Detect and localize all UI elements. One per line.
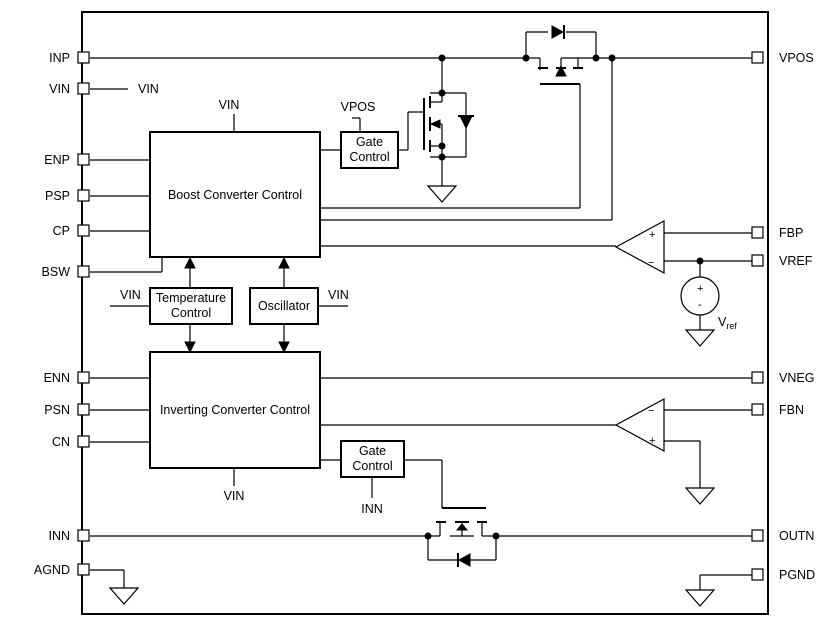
gate-control-bottom-block <box>340 440 405 478</box>
ground-icon-vref <box>684 329 716 347</box>
net-vpos-gate: VPOS <box>341 100 376 114</box>
device-frame <box>81 11 769 615</box>
pin-fbn <box>751 403 764 416</box>
pin-fbp <box>751 226 764 239</box>
fbp-minus: − <box>648 257 654 269</box>
pin-labels-left: INP VIN ENP PSP CP BSW ENN PSN CN INN AG… <box>34 51 70 577</box>
label-vneg: VNEG <box>779 371 814 385</box>
function-blocks: Boost Converter Control Inverting Conver… <box>149 131 405 478</box>
fbn-error-amplifier <box>614 397 665 453</box>
pins-right <box>751 51 764 581</box>
net-vin-osc: VIN <box>328 288 349 302</box>
label-cp: CP <box>53 224 70 238</box>
fbn-plus: + <box>649 435 655 447</box>
ground-icon-agnd <box>108 587 140 605</box>
pin-outn <box>751 529 764 542</box>
label-psp: PSP <box>45 189 70 203</box>
net-inn-gate: INN <box>361 502 383 516</box>
pin-cp <box>77 224 90 237</box>
reference-source-icon <box>680 276 720 316</box>
net-vin-temp: VIN <box>120 288 141 302</box>
label-psn: PSN <box>44 403 70 417</box>
net-labels: VIN VIN VPOS VIN VIN VIN INN Vref <box>120 82 737 516</box>
temperature-label-2: Control <box>171 306 211 320</box>
pin-bsw <box>77 265 90 278</box>
pin-psn <box>77 403 90 416</box>
source-minus: - <box>698 299 702 311</box>
nmos-arrow-top <box>429 119 441 129</box>
ground-icon-fbn <box>684 487 716 505</box>
symbols: + - + − − + <box>108 25 720 607</box>
pin-vin <box>77 82 90 95</box>
body-diode-top <box>551 25 565 39</box>
label-pgnd: PGND <box>779 568 815 582</box>
label-enn: ENN <box>44 371 70 385</box>
inverting-converter-control-block <box>149 351 321 469</box>
label-bsw: BSW <box>42 265 71 279</box>
label-cn: CN <box>52 435 70 449</box>
net-vin-boost: VIN <box>219 98 240 112</box>
vref-symbol: Vref <box>718 315 737 331</box>
source-plus: + <box>697 283 703 295</box>
pin-cn <box>77 435 90 448</box>
pin-vref <box>751 254 764 267</box>
pin-inp <box>77 51 90 64</box>
net-vin-inverting: VIN <box>224 489 245 503</box>
label-inn: INN <box>48 529 70 543</box>
pin-pgnd <box>751 568 764 581</box>
temperature-label-1: Temperature <box>156 291 226 305</box>
boost-block-label: Boost Converter Control <box>168 188 302 202</box>
gate-top-label-2: Control <box>349 150 389 164</box>
pin-enp <box>77 153 90 166</box>
pin-psp <box>77 189 90 202</box>
freewheel-diode <box>459 115 473 130</box>
pin-enn <box>77 371 90 384</box>
label-vin: VIN <box>49 82 70 96</box>
pin-vneg <box>751 371 764 384</box>
boost-converter-control-block <box>149 131 321 258</box>
gate-top-label-1: Gate <box>356 135 383 149</box>
gate-bottom-label-2: Control <box>352 459 392 473</box>
oscillator-label: Oscillator <box>258 299 310 313</box>
label-inp: INP <box>49 51 70 65</box>
fbp-error-amplifier <box>614 219 665 275</box>
temperature-control-block <box>149 287 233 325</box>
label-fbp: FBP <box>779 226 803 240</box>
fbp-plus: + <box>649 229 655 241</box>
pin-vpos <box>751 51 764 64</box>
pmos-arrow <box>555 64 567 77</box>
oscillator-block <box>249 287 319 325</box>
pin-agnd <box>77 563 90 576</box>
nmos-arrow-bottom <box>455 523 469 531</box>
fbn-minus: − <box>648 405 654 417</box>
body-diode-bottom <box>457 553 471 567</box>
label-vpos: VPOS <box>779 51 814 65</box>
pin-labels-right: VPOS FBP VREF VNEG FBN OUTN PGND <box>779 51 815 582</box>
ground-icon-switch <box>426 185 458 203</box>
pins-left <box>77 51 90 576</box>
pin-inn <box>77 529 90 542</box>
label-vref: VREF <box>779 254 813 268</box>
inverting-block-label: Inverting Converter Control <box>160 403 310 417</box>
label-agnd: AGND <box>34 563 70 577</box>
gate-bottom-label-1: Gate <box>359 444 386 458</box>
net-vin-pin: VIN <box>138 82 159 96</box>
label-enp: ENP <box>44 153 70 167</box>
label-outn: OUTN <box>779 529 814 543</box>
gate-control-top-block <box>340 131 399 169</box>
ground-icon-pgnd <box>684 589 716 607</box>
label-fbn: FBN <box>779 403 804 417</box>
